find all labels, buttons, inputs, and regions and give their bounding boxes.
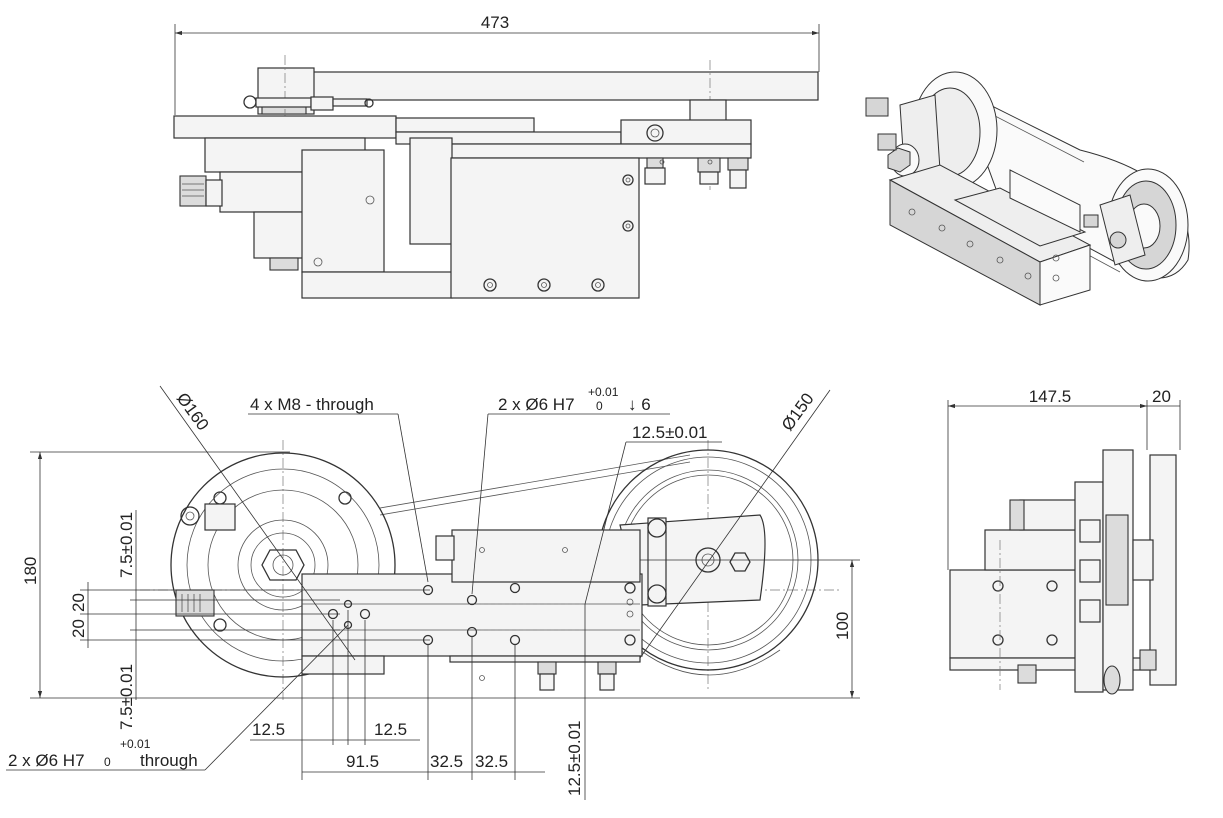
dim-32-5-a: 32.5 — [430, 752, 463, 771]
dim-tol-12-5-top: 12.5±0.01 — [632, 423, 708, 442]
side-view: 147.5 20 — [947, 387, 1181, 695]
top-view: 473 — [173, 13, 820, 299]
dim-12-5-left: 12.5 — [252, 720, 285, 739]
dim-side-20: 20 — [1152, 387, 1171, 406]
dim-tol-12-5-bottom: 12.5±0.01 — [565, 720, 584, 796]
dim-12-5-right: 12.5 — [374, 720, 407, 739]
dim-tol-7-5-lower: 7.5±0.01 — [117, 664, 136, 730]
note-pin-top-depth: ↓ 6 — [628, 395, 651, 414]
note-pin-top-tol-upper: +0.01 — [588, 385, 619, 399]
dim-tol-7-5-upper: 7.5±0.01 — [117, 512, 136, 578]
dim-d160: Ø160 — [173, 389, 213, 434]
dim-32-5-b: 32.5 — [475, 752, 508, 771]
note-pin-top: 2 x Ø6 H7 — [498, 395, 575, 414]
dim-100: 100 — [833, 612, 852, 640]
dim-91-5: 91.5 — [346, 752, 379, 771]
dim-180: 180 — [21, 557, 40, 585]
dim-473: 473 — [481, 13, 509, 32]
dim-147-5: 147.5 — [1029, 387, 1072, 406]
note-m8: 4 x M8 - through — [250, 395, 374, 414]
note-pin-bottom: 2 x Ø6 H7 — [8, 751, 85, 770]
isometric-view — [865, 71, 1190, 306]
note-pin-bottom-tol-lower: 0 — [104, 755, 111, 769]
note-pin-bottom-suffix: through — [140, 751, 198, 770]
dim-20-a: 20 — [69, 593, 88, 612]
dim-d150: Ø150 — [778, 390, 818, 435]
note-pin-bottom-tol-upper: +0.01 — [120, 737, 151, 751]
front-view: Ø160 Ø150 4 x M8 - through 2 x Ø6 H7 +0.… — [6, 385, 860, 800]
note-pin-top-tol-lower: 0 — [596, 399, 603, 413]
dim-20-b: 20 — [69, 619, 88, 638]
